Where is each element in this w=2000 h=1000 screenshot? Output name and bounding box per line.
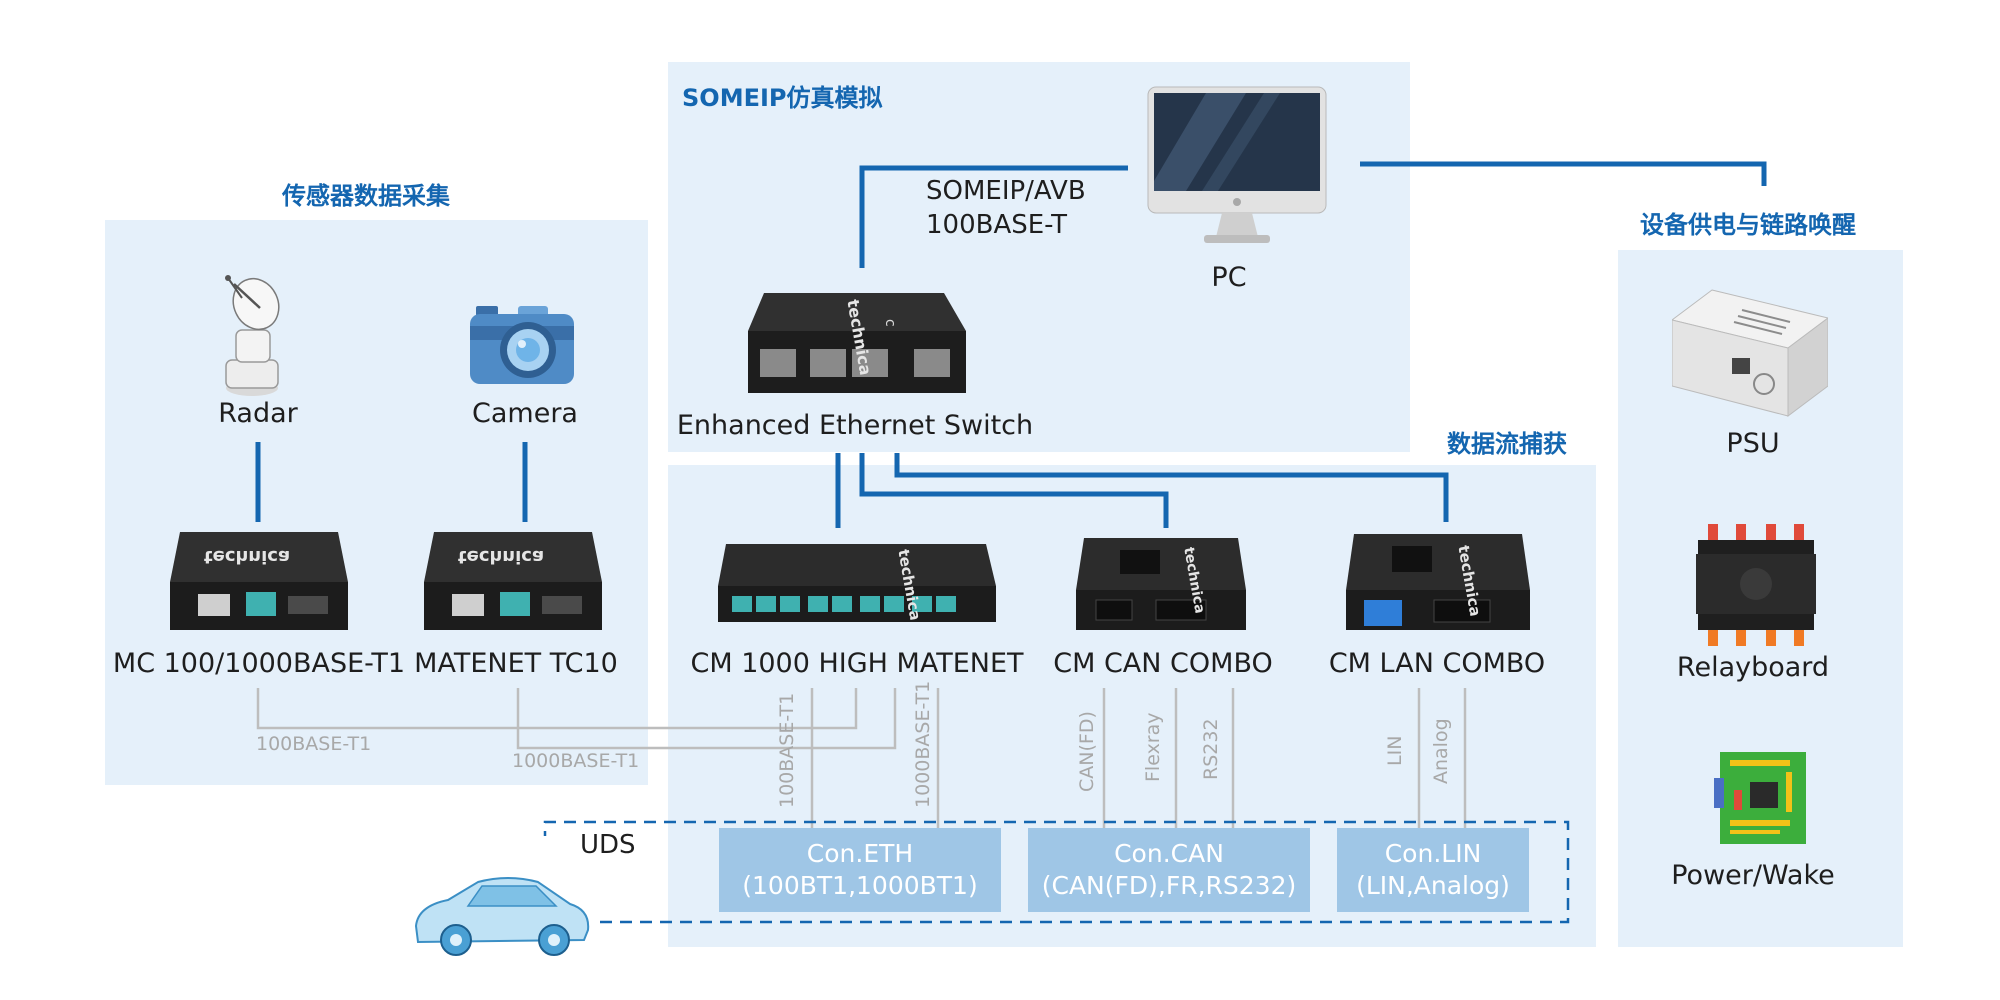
radar-label: Radar: [218, 398, 298, 429]
ethernet-switch-image: c: [748, 293, 966, 393]
link-protocol-line1: SOMEIP/AVB: [926, 176, 1086, 206]
mc-converter-image: [170, 532, 348, 630]
car-wireframe-image: [414, 877, 590, 956]
connector-lin: Con.LIN (LIN,Analog): [1337, 828, 1529, 912]
someip-section-title: SOMEIP仿真模拟: [682, 84, 883, 112]
vlabel-lin: LIN: [1384, 735, 1406, 766]
vlabel-flexray: Flexray: [1142, 712, 1164, 782]
connector-lin-title: Con.LIN: [1384, 839, 1482, 868]
camera-icon: [470, 306, 574, 384]
pc-label: PC: [1211, 262, 1247, 293]
radar-icon: [225, 275, 280, 396]
connector-can: Con.CAN (CAN(FD),FR,RS232): [1028, 828, 1310, 912]
vlabel-100base-t1: 100BASE-T1: [776, 692, 798, 808]
bus-label-1000base-t1: 1000BASE-T1: [512, 750, 640, 772]
connector-can-title: Con.CAN: [1114, 839, 1224, 868]
power-wake-board-image: [1714, 752, 1806, 844]
capture-section-title: 数据流捕获: [1447, 430, 1567, 458]
link-protocol-line2: 100BASE-T: [926, 210, 1068, 240]
relayboard-image: [1696, 524, 1816, 646]
mc-brand-logo: technica: [204, 546, 291, 567]
tc10-image: [424, 532, 602, 630]
mc-label: MC 100/1000BASE-T1: [112, 648, 406, 679]
tc10-label: MATENET TC10: [414, 648, 618, 679]
psu-image: [1672, 289, 1828, 417]
connector-lin-sub: (LIN,Analog): [1356, 871, 1510, 900]
link-protocol-label: SOMEIP/AVB 100BASE-T: [926, 174, 1086, 242]
vlabel-rs232: RS232: [1200, 718, 1222, 780]
uds-label: UDS: [580, 830, 636, 860]
psu-label: PSU: [1726, 428, 1780, 459]
bus-label-100base-t1: 100BASE-T1: [256, 733, 372, 755]
power-section-title: 设备供电与链路唤醒: [1640, 211, 1856, 239]
svg-text:c: c: [882, 319, 898, 327]
relayboard-label: Relayboard: [1676, 652, 1830, 683]
cm-lan-label: CM LAN COMBO: [1328, 648, 1546, 679]
pc-monitor-icon: [1147, 86, 1327, 243]
connector-can-sub: (CAN(FD),FR,RS232): [1041, 871, 1297, 900]
switch-label: Enhanced Ethernet Switch: [676, 410, 1034, 441]
connector-eth-title: Con.ETH: [806, 839, 914, 868]
cm-high-label: CM 1000 HIGH MATENET: [690, 648, 1024, 679]
cm-can-image: [1076, 538, 1246, 630]
power-wake-label: Power/Wake: [1671, 860, 1835, 891]
vlabel-canfd: CAN(FD): [1076, 711, 1098, 792]
connector-eth: Con.ETH (100BT1,1000BT1): [719, 828, 1001, 912]
vlabel-analog: Analog: [1430, 718, 1452, 784]
cm-lan-image: [1346, 534, 1530, 630]
tc10-brand-logo: technica: [458, 546, 545, 567]
sensor-section-title: 传感器数据采集: [282, 182, 450, 210]
vlabel-1000base-t1: 1000BASE-T1: [912, 680, 934, 808]
cm-high-image: [718, 544, 996, 622]
camera-label: Camera: [472, 398, 578, 429]
cm-can-label: CM CAN COMBO: [1053, 648, 1273, 679]
connector-eth-sub: (100BT1,1000BT1): [742, 871, 978, 900]
